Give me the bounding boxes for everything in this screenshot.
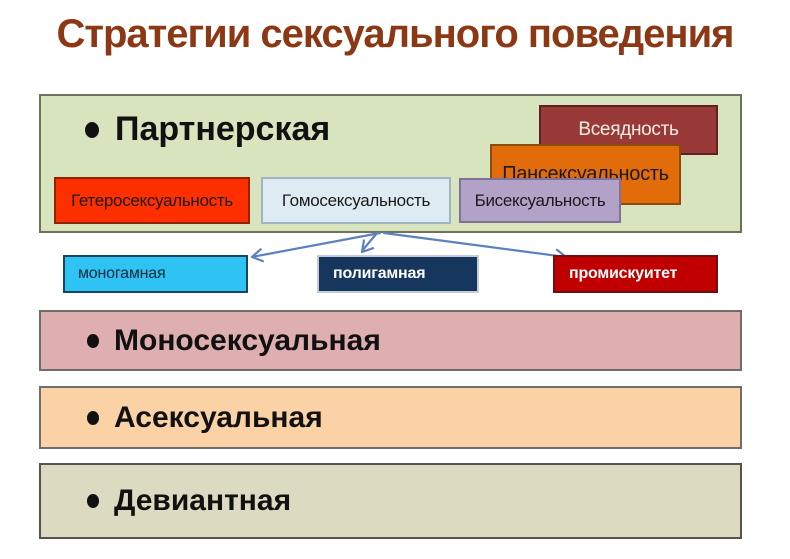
box-poligamnaya: полигамная [317,255,479,293]
band-aseksualnaya-label: Асексуальная [114,400,323,434]
bullet-icon [87,494,99,508]
box-promiskuitet: промискуитет [553,255,718,293]
box-gomoseksualnost-label: Гомосексуальность [281,190,431,210]
band-deviantnaya-label: Девиантная [114,484,292,517]
box-geteroseksualnost: Гетеросексуальность [54,177,250,224]
partner-section: Партнерская Всеядность Пансексуальность … [39,94,742,233]
bullet-icon [87,410,99,425]
band-aseksualnaya: Асексуальная [39,386,742,449]
box-biseksualnost-label: Бисексуальность [474,190,606,210]
band-monoseksualnaya: Моносексуальная [39,310,742,371]
band-deviantnaya-heading: Девиантная [87,465,291,537]
box-biseksualnost: Бисексуальность [459,178,621,223]
partner-heading: Партнерская [85,110,330,149]
band-monoseksualnaya-label: Моносексуальная [114,323,381,357]
bullet-icon [85,121,99,138]
band-deviantnaya: Девиантная [39,463,742,539]
band-monoseksualnaya-heading: Моносексуальная [87,312,381,369]
box-monogamnaya: моногамная [63,255,248,293]
box-geteroseksualnost-label: Гетеросексуальность [71,190,233,210]
box-poligamnaya-label: полигамная [333,265,426,282]
box-vseyadnost-label: Всеядность [578,119,679,141]
partner-heading-label: Партнерская [115,110,331,148]
box-monogamnaya-label: моногамная [78,265,166,282]
page-title: Стратегии сексуального поведения [56,12,734,56]
box-promiskuitet-label: промискуитет [569,265,678,282]
bullet-icon [87,333,99,348]
box-gomoseksualnost: Гомосексуальность [261,177,451,224]
band-aseksualnaya-heading: Асексуальная [87,388,323,447]
